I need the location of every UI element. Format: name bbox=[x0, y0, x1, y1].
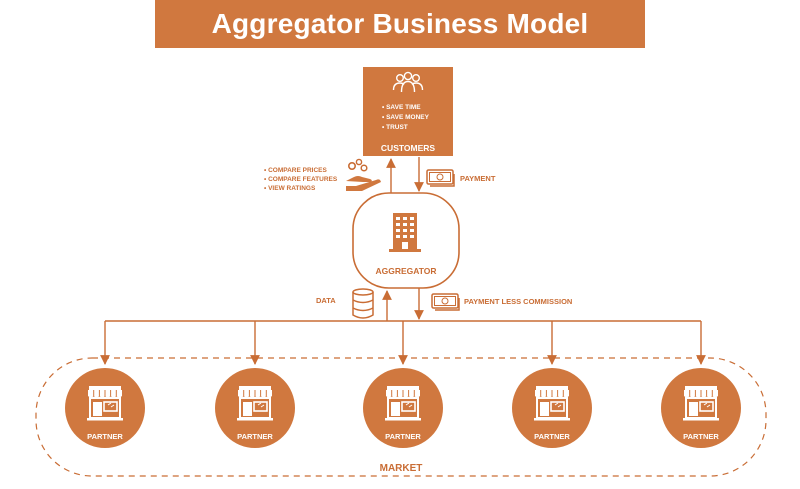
compare-item-prices: • COMPARE PRICES bbox=[264, 167, 328, 174]
compare-item-features: • COMPARE FEATURES bbox=[264, 176, 338, 183]
partner-node: PARTNER bbox=[215, 368, 295, 448]
aggregator-label: AGGREGATOR bbox=[375, 266, 436, 276]
benefit-save-money: • SAVE MONEY bbox=[382, 114, 430, 121]
market-region bbox=[35, 357, 767, 477]
payment-less-commission-label: PAYMENT LESS COMMISSION bbox=[464, 297, 572, 306]
data-label: DATA bbox=[316, 296, 336, 305]
partner-label: PARTNER bbox=[683, 432, 719, 441]
building-icon bbox=[389, 213, 421, 252]
hand-gears-icon bbox=[346, 158, 381, 191]
compare-item-ratings: • VIEW RATINGS bbox=[264, 185, 316, 192]
people-group-icon bbox=[392, 71, 424, 93]
partner-node: PARTNER bbox=[363, 368, 443, 448]
partner-node: PARTNER bbox=[661, 368, 741, 448]
payment-label: PAYMENT bbox=[460, 174, 496, 183]
compare-list: • COMPARE PRICES • COMPARE FEATURES • VI… bbox=[264, 167, 338, 192]
partner-node: PARTNER bbox=[512, 368, 592, 448]
partner-label: PARTNER bbox=[237, 432, 273, 441]
benefit-save-time: • SAVE TIME bbox=[382, 104, 421, 111]
database-icon bbox=[352, 288, 374, 319]
customer-benefits-list: • SAVE TIME • SAVE MONEY • TRUST bbox=[382, 104, 430, 131]
cash-icon bbox=[431, 293, 460, 311]
cash-icon bbox=[426, 169, 455, 187]
partner-label: PARTNER bbox=[87, 432, 123, 441]
customers-label: CUSTOMERS bbox=[381, 143, 435, 153]
benefit-trust: • TRUST bbox=[382, 124, 408, 131]
market-label: MARKET bbox=[380, 463, 423, 474]
partner-label: PARTNER bbox=[534, 432, 570, 441]
partner-node: PARTNER bbox=[65, 368, 145, 448]
page-title: Aggregator Business Model bbox=[155, 0, 645, 48]
partner-label: PARTNER bbox=[385, 432, 421, 441]
